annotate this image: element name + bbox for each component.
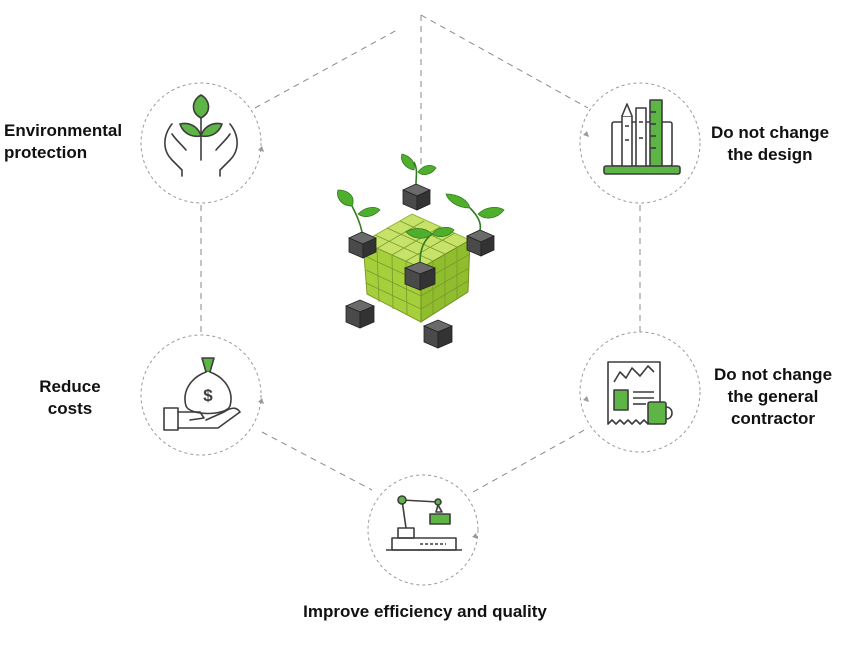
label-line: the general [727, 387, 819, 406]
hands-plant-icon [164, 94, 238, 177]
circle-efficiency [367, 474, 479, 586]
money-bag-hand-icon: $ [163, 357, 241, 431]
label-line: Environmental [4, 121, 123, 140]
svg-text:$: $ [203, 386, 213, 405]
connector-bottom-left [261, 431, 373, 491]
circle-costs [140, 334, 262, 456]
label-reduce-costs: Reduce costs [20, 376, 120, 420]
label-do-not-change-design: Do not change the design [700, 122, 840, 166]
green-cube-sprouts-illustration [337, 153, 505, 349]
connector-top-right [420, 14, 589, 109]
label-line: Improve efficiency and quality [303, 602, 547, 621]
label-improve-efficiency: Improve efficiency and quality [250, 601, 600, 623]
robot-arm-icon [386, 495, 462, 551]
label-do-not-change-contractor: Do not change the general contractor [700, 364, 846, 430]
label-line: protection [4, 143, 88, 162]
blueprint-buildings-icon [603, 99, 681, 175]
connector-lines [200, 14, 641, 493]
newspaper-coffee-icon [607, 361, 673, 425]
label-line: Do not change [710, 123, 830, 142]
circle-environmental [140, 82, 262, 204]
label-line: contractor [730, 409, 816, 428]
circle-design [579, 82, 701, 204]
connector-bottom-right [472, 427, 589, 493]
label-environmental-protection: Environmental protection [4, 120, 122, 164]
label-line: Reduce [39, 377, 101, 396]
label-line: costs [47, 399, 93, 418]
circle-contractor [579, 331, 701, 453]
connector-top-left [254, 29, 398, 109]
label-line: the design [727, 145, 813, 164]
label-line: Do not change [713, 365, 833, 384]
